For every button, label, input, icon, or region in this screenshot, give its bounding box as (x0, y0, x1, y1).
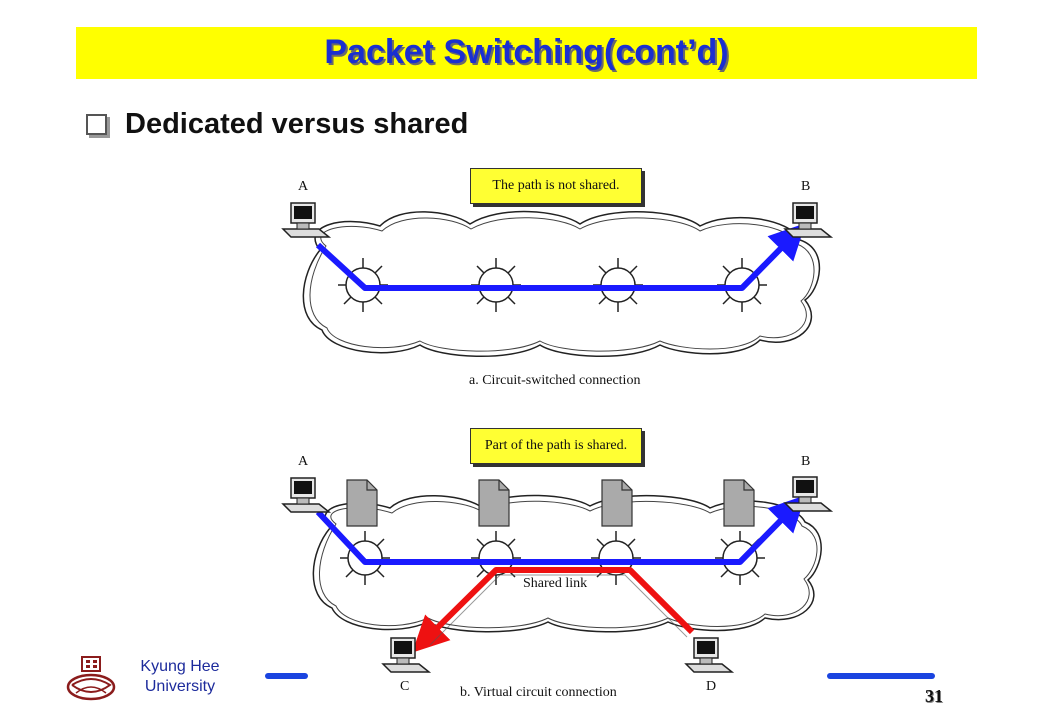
caption-circuit-switched: a. Circuit-switched connection (469, 373, 641, 388)
university-name-line2: University (144, 678, 216, 695)
page-number: 31 (925, 686, 943, 706)
node-label-b: B (801, 179, 811, 194)
note-partly-shared: Part of the path is shared. (470, 428, 642, 464)
slide-title: Packet Switching(cont’d) (324, 33, 729, 71)
checkbox-bullet-icon (86, 114, 107, 135)
virtual-circuit-path-dc (412, 567, 695, 653)
university-logo (66, 656, 116, 701)
packet-icon (478, 479, 510, 527)
node-label-a: A (298, 179, 309, 194)
university-name-line1: Kyung Hee (140, 658, 220, 675)
circuit-path-a (315, 223, 806, 291)
note-not-shared: The path is not shared. (470, 168, 642, 204)
virtual-circuit-path-ab (315, 495, 806, 565)
packet-icon (723, 479, 755, 527)
computer-a-icon (282, 477, 330, 513)
computer-c-icon (382, 637, 430, 673)
title-bar: Packet Switching(cont’d) (76, 27, 977, 79)
university-name: Kyung Hee University (130, 657, 230, 697)
bullet-item: Dedicated versus shared (86, 108, 468, 141)
computer-a-icon (282, 202, 330, 238)
shared-link-label: Shared link (523, 576, 588, 591)
caption-virtual-circuit: b. Virtual circuit connection (460, 685, 617, 700)
node-label-d: D (706, 679, 717, 694)
computer-b-icon (784, 476, 832, 512)
node-label-a: A (298, 454, 309, 469)
packet-icon (346, 479, 378, 527)
packet-icon (601, 479, 633, 527)
computer-b-icon (784, 202, 832, 238)
bullet-text: Dedicated versus shared (125, 108, 469, 140)
network-cloud-a (302, 210, 821, 357)
node-label-b: B (801, 454, 811, 469)
node-label-c: C (400, 679, 410, 694)
computer-d-icon (685, 637, 733, 673)
